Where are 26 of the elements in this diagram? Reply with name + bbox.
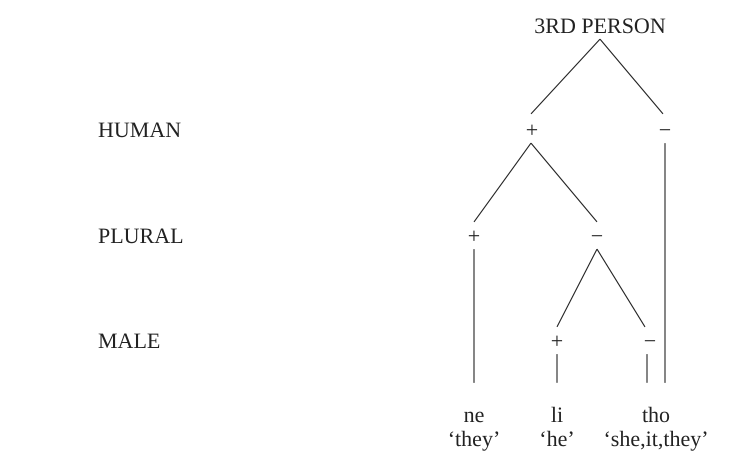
gloss: ‘he’	[539, 427, 575, 452]
feature-value: +	[550, 328, 564, 354]
tree-branch	[473, 249, 475, 383]
tree-branch	[646, 354, 648, 383]
tree-branch	[530, 38, 600, 114]
gloss: ‘she,it,they’	[603, 427, 709, 452]
tree-branch	[556, 248, 598, 328]
tree-branch	[596, 248, 646, 328]
feature-value: −	[590, 224, 604, 248]
gloss: ‘they’	[448, 427, 500, 452]
tree-branch	[556, 354, 558, 383]
feature-value: −	[658, 118, 672, 142]
word-form: ne	[462, 402, 486, 427]
feature-label: HUMAN	[98, 118, 182, 142]
feature-label: PLURAL	[98, 224, 184, 248]
feature-value: −	[644, 328, 656, 354]
root-label: 3RD PERSON	[534, 14, 666, 38]
feature-label: MALE	[98, 328, 160, 354]
word-form: li	[550, 402, 564, 427]
tree-branch	[600, 38, 664, 114]
tree-branch	[664, 143, 666, 383]
tree-branch	[530, 142, 598, 222]
word-form: tho	[640, 402, 672, 427]
feature-value: +	[468, 224, 480, 248]
tree-branch	[474, 142, 532, 222]
feature-value: +	[526, 118, 538, 142]
